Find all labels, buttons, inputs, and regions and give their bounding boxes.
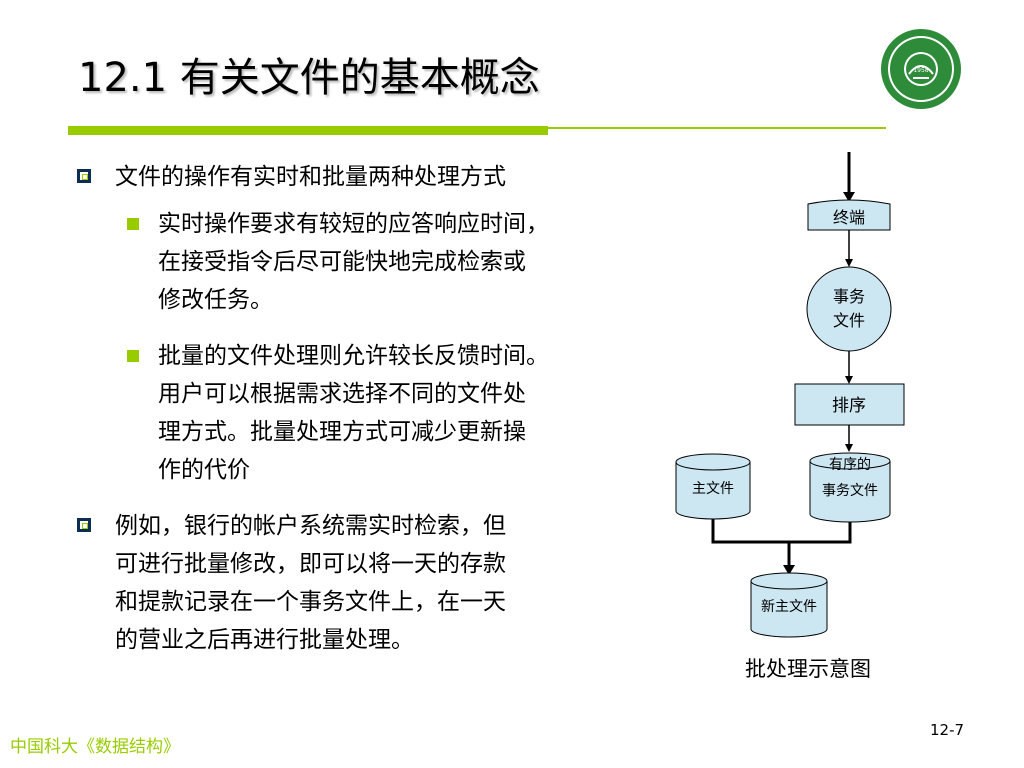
bullet-square-icon bbox=[77, 518, 91, 532]
diagram-caption: 批处理示意图 bbox=[745, 657, 871, 681]
transaction-file-label: 文件 bbox=[833, 311, 865, 330]
sort-node: 排序 bbox=[794, 383, 905, 426]
page-number: 12-7 bbox=[930, 721, 965, 739]
sorted-transaction-label: 事务文件 bbox=[822, 483, 878, 499]
bullet-item: 文件的操作有实时和批量两种处理方式 bbox=[77, 158, 506, 196]
arrowhead bbox=[783, 565, 795, 575]
sorted-transaction-file-node: 有序的 事务文件 bbox=[809, 452, 891, 523]
master-file-label: 主文件 bbox=[692, 481, 734, 497]
transaction-file-node: 事务 文件 bbox=[806, 266, 892, 352]
sub-bullet-item: 实时操作要求有较短的应答响应时间， 在接受指令后尽可能快地完成检索或 修改任务。 bbox=[127, 205, 549, 319]
terminal-node: 终端 bbox=[807, 199, 891, 231]
sorted-transaction-label: 有序的 bbox=[829, 457, 871, 473]
bullet-item: 例如，银行的帐户系统需实时检索，但 可进行批量修改，即可以将一天的存款 和提款记… bbox=[77, 507, 506, 659]
transaction-file-label: 事务 bbox=[833, 287, 865, 306]
bullet-text: 可进行批量修改，即可以将一天的存款 bbox=[115, 551, 506, 577]
sort-label: 排序 bbox=[832, 396, 866, 416]
merge-connector bbox=[711, 519, 852, 544]
bullet-text: 和提款记录在一个事务文件上，在一天 bbox=[115, 589, 506, 615]
sub-bullet-text: 批量的文件处理则允许较长反馈时间。 bbox=[158, 343, 549, 369]
sub-bullet-text: 实时操作要求有较短的应答响应时间， bbox=[158, 211, 549, 237]
master-file-node: 主文件 bbox=[675, 453, 751, 520]
bullet-text: 的营业之后再进行批量处理。 bbox=[115, 627, 414, 653]
bullet-square-icon bbox=[77, 169, 91, 183]
title-underline-thin bbox=[548, 127, 886, 129]
sub-bullet-item: 批量的文件处理则允许较长反馈时间。 用户可以根据需求选择不同的文件处 理方式。批… bbox=[127, 337, 549, 489]
arrowhead bbox=[845, 259, 853, 267]
title-underline-thick bbox=[68, 126, 548, 135]
terminal-label: 终端 bbox=[833, 208, 865, 227]
bullet-text: 文件的操作有实时和批量两种处理方式 bbox=[115, 164, 506, 190]
course-footer: 中国科大《数据结构》 bbox=[10, 737, 180, 757]
sub-bullet-text: 在接受指令后尽可能快地完成检索或 bbox=[158, 249, 526, 275]
sub-bullet-text: 理方式。批量处理方式可减少更新操 bbox=[158, 419, 526, 445]
arrowhead bbox=[845, 444, 853, 452]
sub-bullet-text: 作的代价 bbox=[158, 457, 250, 483]
logo-year: 1958 bbox=[913, 67, 928, 74]
bullet-text: 例如，银行的帐户系统需实时检索，但 bbox=[115, 513, 506, 539]
sub-bullet-square-icon bbox=[127, 350, 139, 362]
sub-bullet-text: 用户可以根据需求选择不同的文件处 bbox=[158, 381, 526, 407]
sub-bullet-text: 修改任务。 bbox=[158, 287, 273, 313]
page-title: 12.1 有关文件的基本概念 bbox=[78, 55, 540, 101]
arrowhead bbox=[843, 192, 855, 202]
new-master-file-node: 新主文件 bbox=[750, 572, 828, 638]
university-logo: 1958 bbox=[881, 29, 961, 109]
sub-bullet-square-icon bbox=[127, 218, 139, 230]
arrowhead bbox=[845, 376, 853, 384]
new-master-file-label: 新主文件 bbox=[761, 599, 817, 615]
